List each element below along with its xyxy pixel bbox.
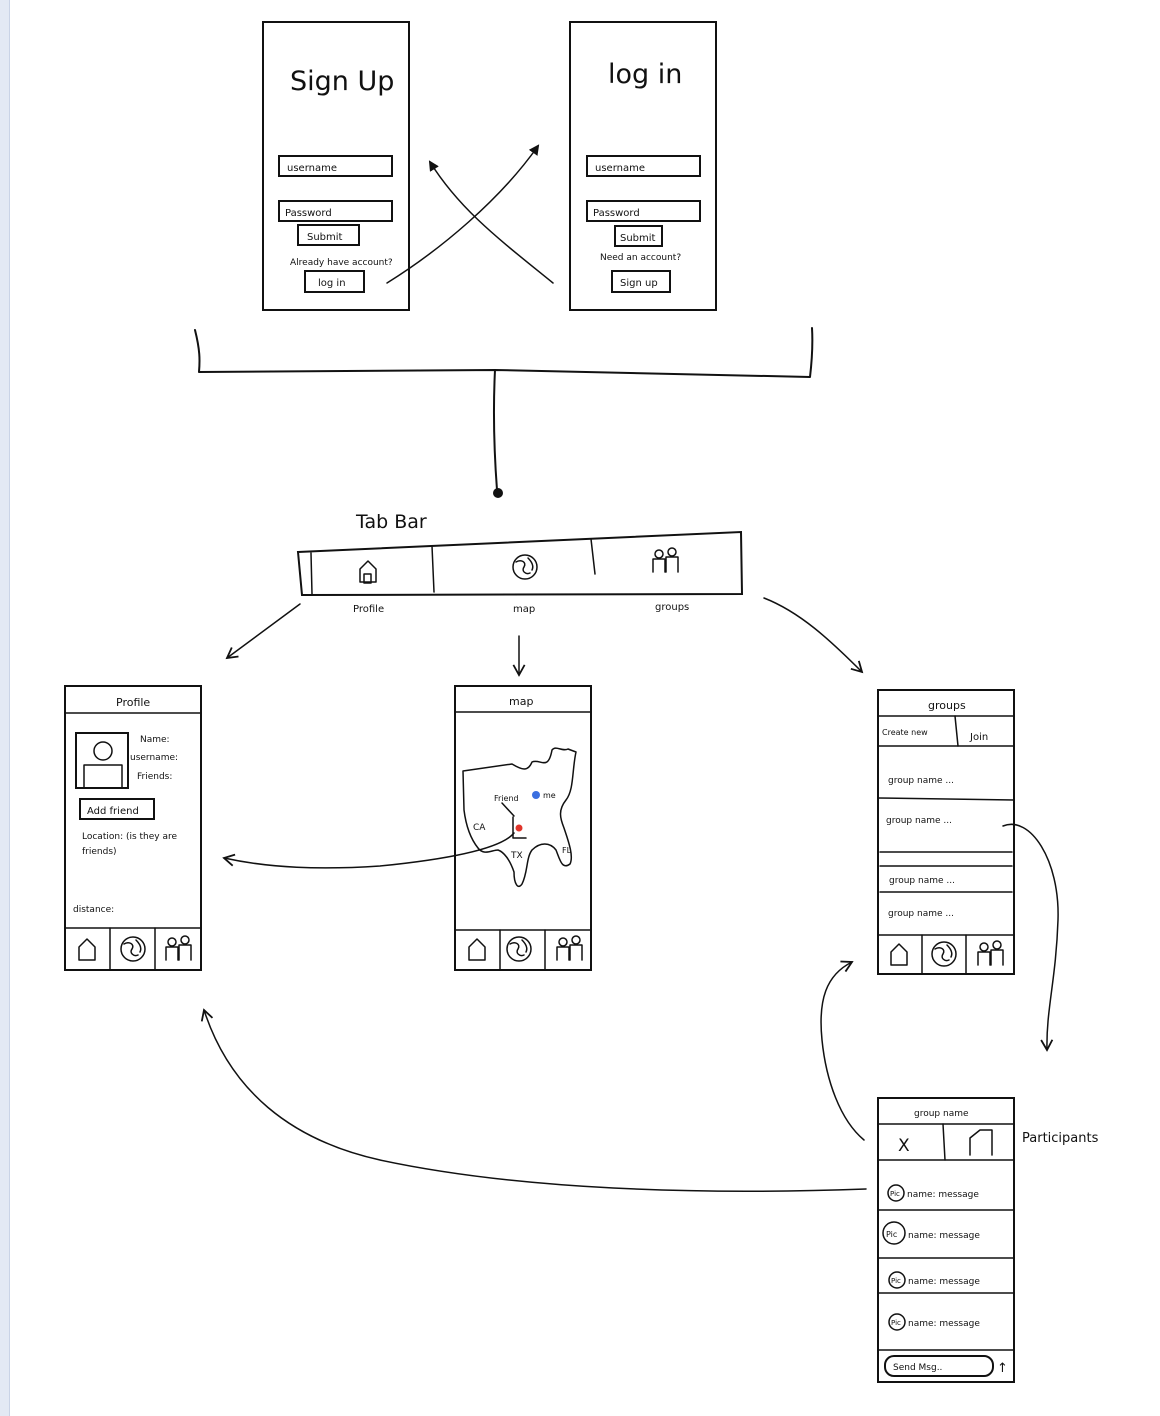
profile-title: Profile: [116, 696, 150, 709]
participants-icon[interactable]: [969, 1129, 993, 1156]
auth-bracket: [194, 327, 814, 378]
login-signup-link[interactable]: [611, 270, 671, 293]
tab-bar-sketch: Tab Bar Profile map groups: [296, 511, 744, 615]
chat-title: group name: [914, 1109, 969, 1119]
login-password-field[interactable]: [586, 200, 701, 222]
signup-login-link[interactable]: [304, 270, 365, 293]
map-tx-label: TX: [510, 851, 523, 861]
add-friend-button[interactable]: [79, 798, 155, 820]
tab-groups-label: groups: [655, 602, 689, 613]
profile-name-label: Name:: [140, 735, 170, 745]
tab-map-label: map: [513, 604, 535, 615]
tab-to-profile-arrow: [225, 603, 301, 660]
map-title: map: [509, 695, 533, 708]
groups-title: groups: [928, 699, 966, 712]
map-frame: [454, 685, 592, 971]
participants-label: Participants: [1022, 1131, 1099, 1146]
signup-password-field[interactable]: [278, 200, 393, 222]
msg-1-avatar: [887, 1184, 905, 1202]
group-row-2[interactable]: group name ...: [886, 816, 952, 826]
login-prompt: Need an account?: [600, 253, 681, 263]
tab-bar-frame: [296, 530, 744, 597]
tab-profile-label: Profile: [353, 604, 384, 615]
map-me-label: me: [543, 791, 556, 800]
msg-4-avatar: [888, 1313, 906, 1331]
send-button[interactable]: ↑: [997, 1361, 1008, 1376]
map-ca-label: CA: [473, 823, 486, 833]
bracket-stem-dot: [493, 488, 503, 498]
signup-title: Sign Up: [290, 66, 394, 97]
msg-2-text: name: message: [908, 1231, 980, 1241]
map-outline: [462, 747, 577, 888]
group-row-1[interactable]: group name ...: [888, 776, 954, 786]
msg-4-text: name: message: [908, 1319, 980, 1329]
my-location-marker[interactable]: [532, 791, 540, 799]
login-username-placeholder: username: [595, 163, 645, 174]
msg-2-pic: Pic: [886, 1230, 897, 1239]
login-signup-link-label: Sign up: [620, 278, 658, 289]
login-link-to-login-arrow: [386, 144, 540, 284]
group-row-3[interactable]: group name ...: [889, 876, 955, 886]
map-friend-label: Friend: [494, 794, 519, 803]
login-screen: log in username Password Submit Need an …: [569, 21, 717, 311]
profile-friends-label: Friends:: [137, 772, 172, 782]
friend-to-profile-arrow: [222, 832, 515, 869]
profile-distance-label: distance:: [73, 905, 114, 915]
chat-close-button[interactable]: X: [898, 1136, 910, 1156]
join-button[interactable]: Join: [969, 732, 988, 743]
chat-to-profile-arrow: [200, 1008, 867, 1192]
login-submit-label: Submit: [620, 233, 656, 244]
map-screen: map Friend me CA TX FL: [454, 685, 592, 971]
tab-bar-caption: Tab Bar: [355, 511, 427, 533]
profile-screen: Profile Name: username: Friends: Add fri…: [64, 685, 202, 971]
add-friend-label: Add friend: [87, 806, 139, 817]
signup-prompt: Already have account?: [290, 258, 393, 268]
profile-username-label: username:: [130, 753, 178, 763]
login-username-field[interactable]: [586, 155, 701, 177]
signup-screen: Sign Up username Password Submit Already…: [262, 21, 410, 311]
bracket-stem: [492, 369, 498, 491]
msg-1-pic: Pic: [890, 1190, 900, 1198]
msg-3-pic: Pic: [891, 1277, 901, 1285]
signup-username-placeholder: username: [287, 163, 337, 174]
login-submit-button[interactable]: [614, 225, 663, 247]
create-new-button[interactable]: Create new: [882, 728, 928, 737]
signup-link-to-signup-arrow: [428, 160, 554, 284]
signup-submit-label: Submit: [307, 232, 343, 243]
map-fl-label: FL: [562, 846, 572, 855]
groups-frame: [877, 689, 1015, 975]
message-input[interactable]: [884, 1355, 994, 1377]
group-row-4[interactable]: group name ...: [888, 909, 954, 919]
msg-2-avatar: [882, 1221, 906, 1245]
msg-3-text: name: message: [908, 1277, 980, 1287]
profile-location-label: Location: (is they are friends): [82, 832, 178, 857]
login-password-placeholder: Password: [593, 208, 640, 219]
msg-1-text: name: message: [907, 1190, 979, 1200]
signup-login-link-label: log in: [318, 278, 346, 289]
msg-4-pic: Pic: [891, 1319, 901, 1327]
friend-location-marker[interactable]: [515, 824, 523, 832]
signup-username-field[interactable]: [278, 155, 393, 177]
login-title: log in: [608, 59, 682, 90]
signup-submit-button[interactable]: [297, 224, 360, 246]
message-input-placeholder: Send Msg..: [893, 1363, 942, 1373]
left-window-strip: [0, 0, 10, 1416]
signup-password-placeholder: Password: [285, 208, 332, 219]
tab-to-groups-arrow: [763, 597, 864, 674]
group-to-chat-arrow: [1002, 823, 1059, 1052]
chat-to-groups-arrow: [820, 960, 865, 1141]
group-chat-screen: group name X Participants Pic name: mess…: [877, 1097, 1099, 1383]
msg-3-avatar: [888, 1271, 906, 1289]
groups-screen: groups Create new Join group name ... gr…: [877, 689, 1015, 975]
